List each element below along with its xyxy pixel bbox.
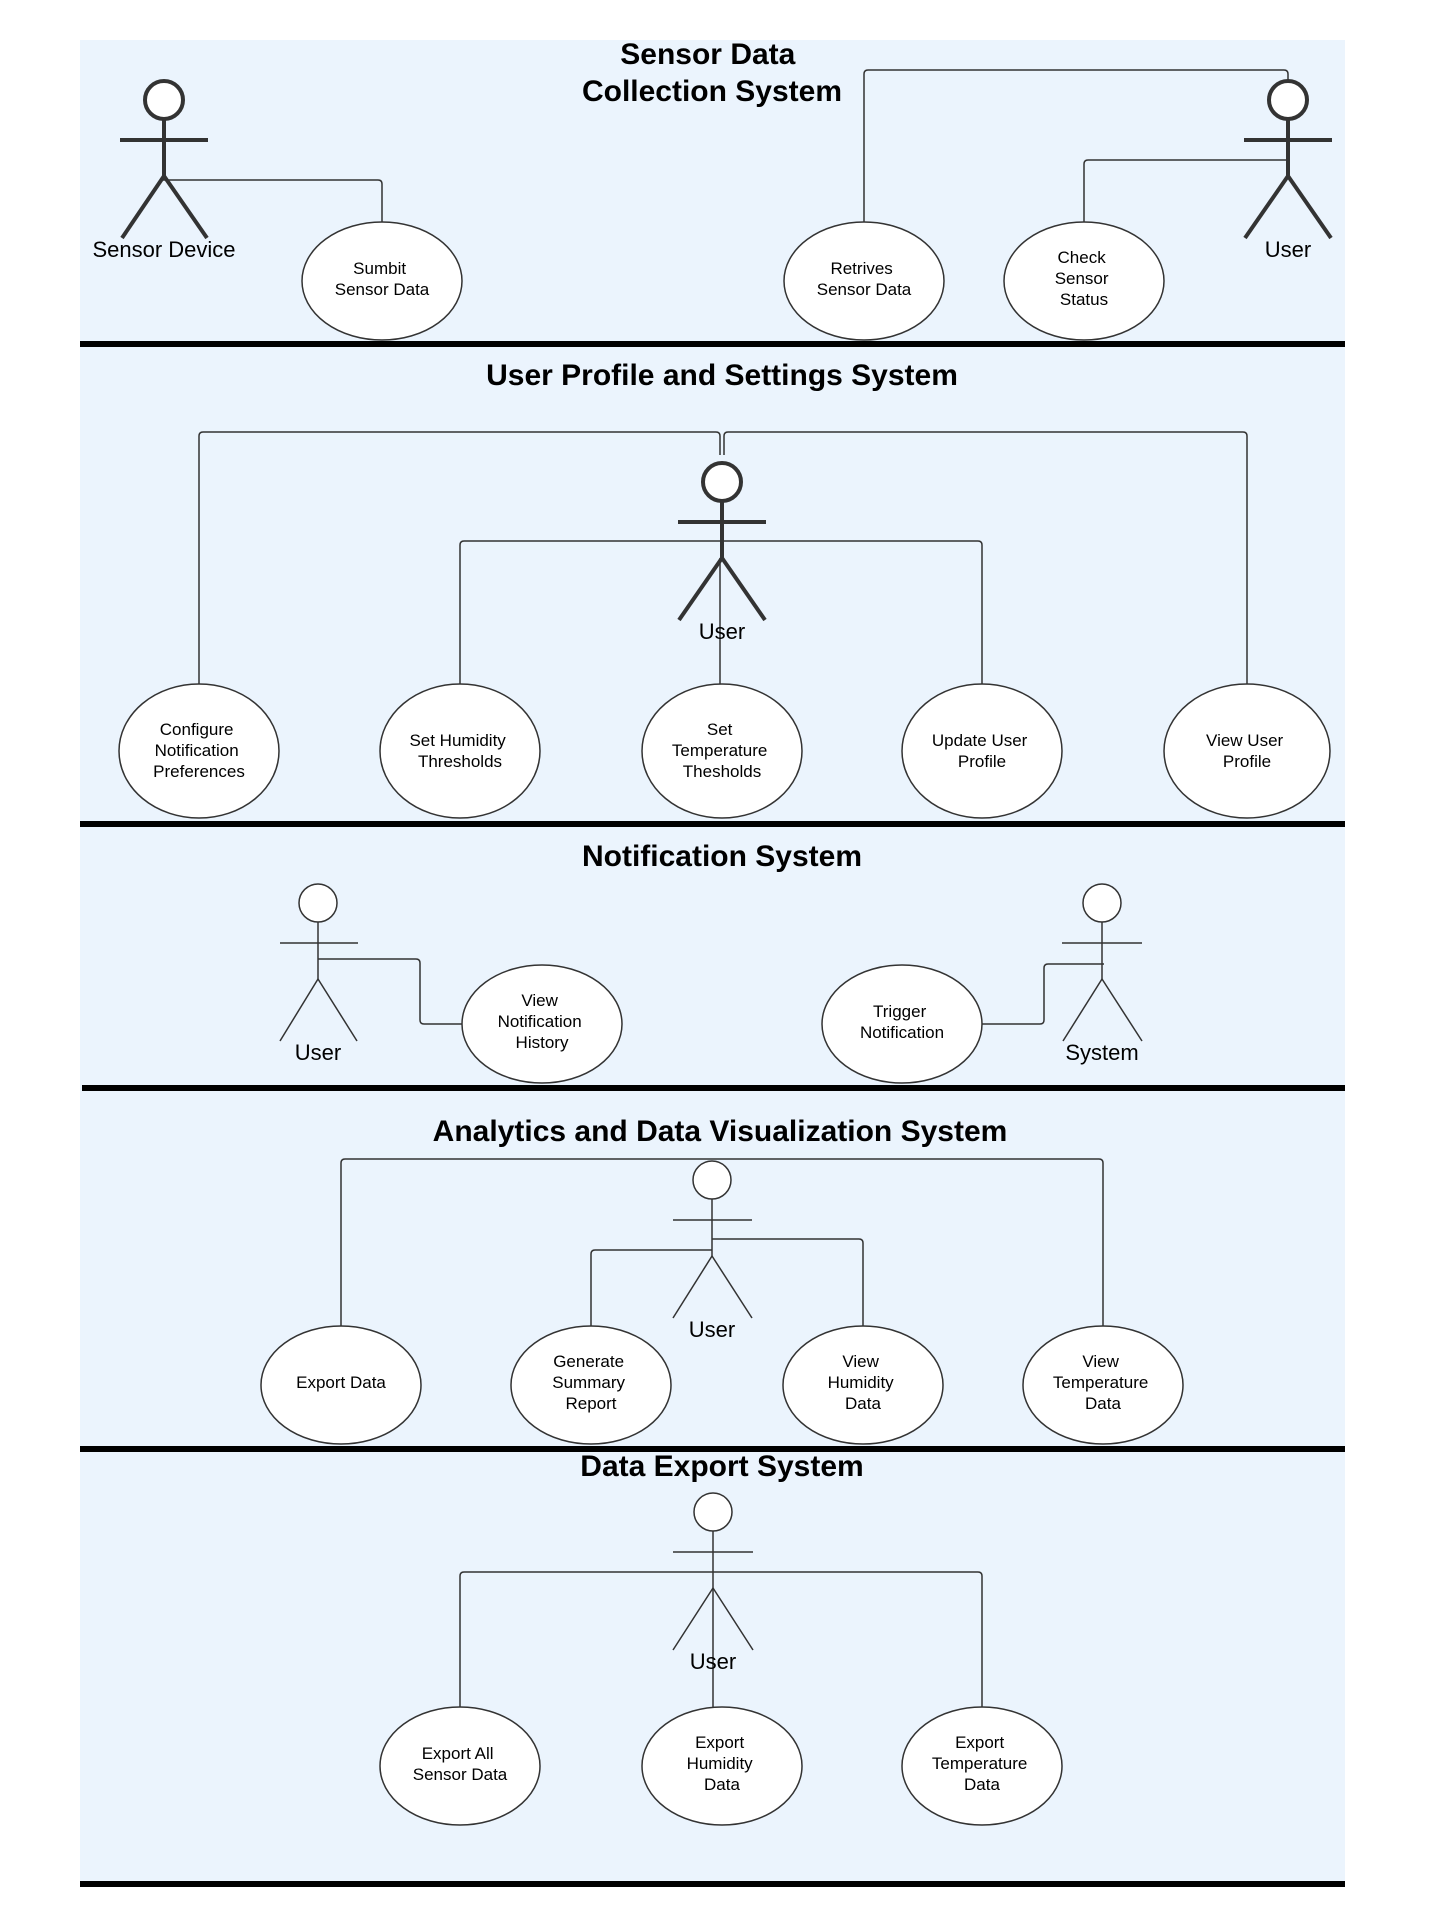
use-case-view-notification-history: View Notification History <box>461 964 623 1084</box>
use-case-label: Export All Sensor Data <box>413 1744 508 1784</box>
system-title: Data Export System <box>580 1450 863 1483</box>
use-case-label: Retrives Sensor Data <box>817 259 912 299</box>
use-case-set-temperature-thresholds: Set Temperature Thesholds <box>641 683 803 819</box>
use-case-label: Update User Profile <box>932 731 1032 771</box>
use-case-export-temperature-data: Export Temperature Data <box>901 1706 1063 1826</box>
association-line <box>982 963 1104 1025</box>
use-case-label: Sumbit Sensor Data <box>335 259 430 299</box>
actor-label: User <box>295 1040 341 1065</box>
actor-label: User <box>699 619 745 644</box>
analytics-system: Analytics and Data Visualization System … <box>260 1115 1184 1445</box>
use-case-label: View User Profile <box>1206 731 1288 771</box>
use-case-label: Check Sensor Status <box>1055 248 1114 309</box>
notification-system: Notification System User System View <box>279 840 1143 1084</box>
use-case-update-user-profile: Update User Profile <box>901 683 1063 819</box>
notification-system-boundary <box>80 824 1345 1088</box>
use-case-set-humidity-thresholds: Set Humidity Thresholds <box>379 683 541 819</box>
association-line <box>459 1571 983 1708</box>
sensor-device-actor <box>120 79 209 240</box>
use-case-label: Export Humidity Data <box>687 1733 758 1794</box>
use-case-label: Set Temperature Thesholds <box>672 720 772 781</box>
use-case-label: View Temperature Data <box>1053 1352 1153 1413</box>
actor-label: User <box>689 1317 735 1342</box>
user-actor <box>672 1160 753 1319</box>
actor-label: User <box>690 1649 736 1674</box>
use-case-generate-summary-report: Generate Summary Report <box>510 1325 672 1445</box>
use-case-label: Set Humidity Thresholds <box>409 731 510 771</box>
data-export-system: Data Export System User Export All Senso… <box>379 1450 1063 1826</box>
use-case-label: Trigger Notification <box>860 1002 944 1042</box>
system-title: User Profile and Settings System <box>486 359 958 392</box>
association-line <box>712 1238 864 1327</box>
use-case-configure-notification-preferences: Configure Notification Preferences <box>118 683 280 819</box>
user-actor <box>279 883 358 1042</box>
use-case-export-all-sensor-data: Export All Sensor Data <box>379 1706 541 1826</box>
use-case-view-user-profile: View User Profile <box>1163 683 1331 819</box>
use-case-check-sensor-status: Check Sensor Status <box>1003 221 1165 341</box>
use-case-submit-sensor-data: Sumbit Sensor Data <box>301 221 463 341</box>
use-case-label: Configure Notification Preferences <box>153 720 245 781</box>
sensor-collection-system: Sensor Data Collection System Sensor Dev… <box>92 38 1333 341</box>
association-line <box>163 179 383 222</box>
system-title: Analytics and Data Visualization System <box>433 1115 1008 1148</box>
association-line <box>1083 159 1290 222</box>
use-case-retrieve-sensor-data: Retrives Sensor Data <box>783 221 945 341</box>
association-line <box>318 958 462 1025</box>
association-line <box>863 69 1289 222</box>
use-case-label: Export Data <box>296 1373 386 1392</box>
association-line <box>198 431 721 684</box>
use-case-export-humidity-data: Export Humidity Data <box>641 1706 803 1826</box>
actor-label: System <box>1065 1040 1138 1065</box>
system-title: Notification System <box>582 840 862 873</box>
use-case-label: View Humidity Data <box>828 1352 899 1413</box>
actor-label: Sensor Device <box>92 237 235 262</box>
use-case-export-data: Export Data <box>260 1325 422 1445</box>
use-case-label: Export Temperature Data <box>932 1733 1032 1794</box>
use-case-label: Generate Summary Report <box>552 1352 629 1413</box>
use-case-label: View Notification History <box>498 991 587 1052</box>
system-actor <box>1062 883 1143 1042</box>
use-case-view-temperature-data: View Temperature Data <box>1022 1325 1184 1445</box>
association-line <box>340 1158 1104 1327</box>
user-actor <box>672 1492 754 1651</box>
system-title: Sensor Data Collection System <box>582 38 842 108</box>
association-line <box>590 1249 712 1327</box>
actor-label: User <box>1265 237 1311 262</box>
user-actor <box>677 461 767 622</box>
association-line <box>723 431 1248 684</box>
use-case-view-humidity-data: View Humidity Data <box>782 1325 944 1445</box>
user-profile-system: User Profile and Settings System User Co… <box>118 359 1331 819</box>
user-actor <box>1243 79 1333 240</box>
use-case-trigger-notification: Trigger Notification <box>821 964 983 1084</box>
